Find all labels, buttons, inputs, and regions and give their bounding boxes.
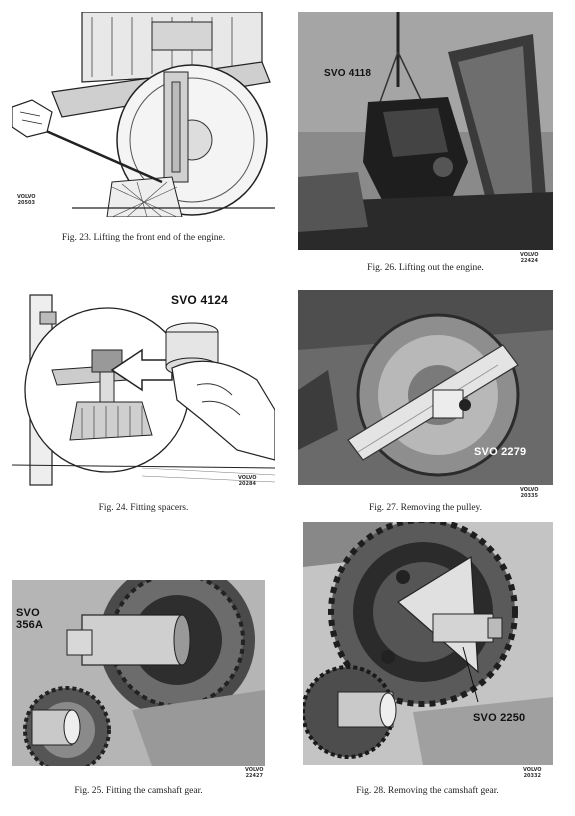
volvo-stamp-number: 20335 <box>520 493 538 499</box>
callout-svo-2279: SVO 2279 <box>474 446 527 458</box>
caption-fig-25: Fig. 25. Fitting the camshaft gear. <box>74 786 203 796</box>
engine-front-lift-drawing <box>12 12 275 217</box>
volvo-stamp-brand: VOLVO <box>523 767 542 773</box>
engine-lift-out-photo <box>298 12 553 250</box>
callout-svo-2250: SVO 2250 <box>473 712 526 724</box>
volvo-stamp-number: 20503 <box>17 200 35 206</box>
callout-svo-356a-line2: 356A <box>16 619 44 631</box>
figure-27-image: SVO 2279 <box>298 290 553 485</box>
figure-24-image: SVO 4124 VOLVO 20284 <box>12 290 275 490</box>
removing-camshaft-gear-photo <box>303 522 553 765</box>
fitting-spacers-drawing <box>12 290 275 490</box>
caption-fig-27: Fig. 27. Removing the pulley. <box>368 503 483 513</box>
figure-25-image: SVO 356A <box>12 580 265 766</box>
caption-fig-24: Fig. 24. Fitting spacers. <box>98 503 189 513</box>
caption-fig-23: Fig. 23. Lifting the front end of the en… <box>61 233 226 243</box>
callout-svo-4118: SVO 4118 <box>324 68 372 79</box>
volvo-stamp-brand: VOLVO <box>520 252 539 258</box>
volvo-stamp-brand: VOLVO <box>238 475 257 481</box>
figure-28-image: SVO 2250 <box>303 522 553 765</box>
volvo-stamp-number: 20284 <box>238 481 256 487</box>
volvo-stamp-number: 22424 <box>520 258 538 264</box>
volvo-stamp-number: 22427 <box>245 773 263 779</box>
callout-svo-4124: SVO 4124 <box>171 293 228 307</box>
callout-svo-356a-line1: SVO <box>16 607 40 619</box>
figure-26-image: SVO 4118 <box>298 12 553 250</box>
volvo-stamp-number: 20332 <box>523 773 541 779</box>
volvo-stamp-brand: VOLVO <box>245 767 264 773</box>
figure-23-image: VOLVO 20503 <box>12 12 275 217</box>
volvo-stamp-brand: VOLVO <box>520 487 539 493</box>
removing-pulley-photo <box>298 290 553 485</box>
caption-fig-26: Fig. 26. Lifting out the engine. <box>367 263 484 273</box>
volvo-stamp-brand: VOLVO <box>17 194 36 200</box>
caption-fig-28: Fig. 28. Removing the camshaft gear. <box>356 786 499 796</box>
fitting-camshaft-gear-photo <box>12 580 265 766</box>
